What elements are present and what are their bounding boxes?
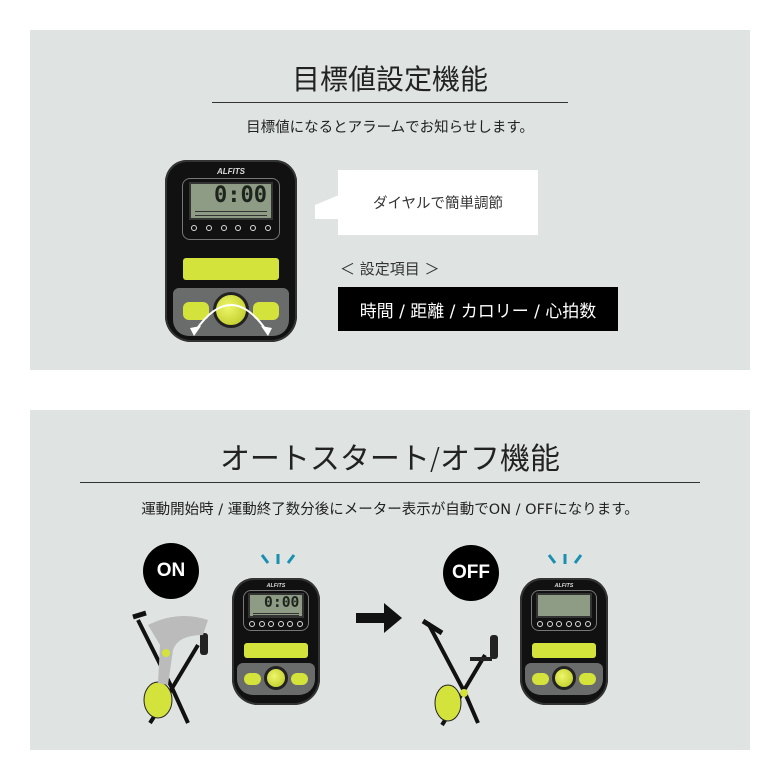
section-subtitle: 目標値になるとアラームでお知らせします。	[246, 120, 534, 136]
dial-knob[interactable]	[551, 665, 576, 690]
mode-icon	[235, 225, 242, 231]
mode-icon	[250, 225, 257, 231]
off-badge: OFF	[443, 545, 499, 601]
mode-icons	[537, 621, 591, 628]
section-title: オートスタート/オフ機能	[219, 442, 561, 477]
mode-icon	[537, 621, 544, 628]
accent-bar	[244, 643, 308, 658]
arrow-right-icon	[356, 603, 402, 633]
speech-bubble-tail	[315, 195, 339, 219]
setting-items: 時間 / 距離 / カロリー / 心拍数	[338, 287, 618, 331]
brand-logo: ALFITS	[554, 582, 574, 589]
left-button	[183, 302, 209, 320]
mode-icon	[584, 621, 591, 628]
mode-icons	[191, 225, 271, 231]
time-readout: 0:00	[264, 593, 300, 611]
mode-icon	[556, 621, 563, 628]
speech-bubble: ダイヤルで簡単調節	[338, 170, 538, 235]
mode-icon	[277, 621, 284, 628]
right-button	[290, 672, 308, 685]
dial-knob[interactable]	[213, 292, 249, 328]
console-device-off: ALFITS	[520, 578, 608, 705]
accent-bar	[532, 643, 596, 658]
lcd-display	[536, 592, 592, 618]
mode-icon	[258, 621, 265, 628]
left-button	[531, 672, 550, 685]
lcd-readout-line	[252, 615, 300, 617]
mode-icon	[264, 225, 271, 231]
right-button	[253, 302, 279, 320]
time-readout: 0:00	[214, 183, 267, 208]
console-device-on: ALFITS 0:00	[232, 578, 320, 705]
brand-logo: ALFITS	[217, 167, 245, 176]
alert-ticks-icon	[547, 554, 583, 564]
bike-with-rider-image	[132, 610, 208, 725]
mode-icons	[249, 621, 303, 628]
mode-icon	[575, 621, 582, 628]
mode-icon	[249, 621, 256, 628]
brand-logo: ALFITS	[266, 582, 286, 589]
lcd-display: 0:00	[248, 592, 304, 618]
mode-icon	[287, 621, 294, 628]
lcd-readout-line	[252, 612, 300, 614]
screen-frame	[531, 590, 597, 632]
title-divider	[80, 482, 700, 483]
mode-icon	[296, 621, 303, 628]
empty-bike-image	[421, 618, 498, 727]
lcd-display: 0:00	[189, 182, 273, 220]
mode-icon	[268, 621, 275, 628]
screen-frame	[243, 590, 309, 632]
rotate-arrows-icon	[190, 304, 272, 336]
title-divider	[212, 102, 568, 103]
lcd-readout-line	[195, 211, 267, 212]
section-subtitle: 運動開始時 / 運動終了数分後にメーター表示が自動でON / OFFになります。	[141, 502, 639, 518]
mode-icon	[191, 225, 197, 231]
control-pad	[525, 663, 603, 696]
console-device: ALFITS 0:00	[165, 160, 297, 342]
accent-bar	[183, 258, 279, 280]
lcd-readout-line	[195, 215, 267, 216]
setting-items-label: ＜ 設定項目 ＞	[340, 260, 440, 278]
screen-frame	[182, 178, 280, 240]
right-button	[578, 672, 596, 685]
section-title: 目標値設定機能	[291, 63, 488, 96]
left-button	[243, 672, 262, 685]
mode-icon	[205, 225, 212, 231]
alert-ticks-icon	[260, 554, 296, 564]
mode-icon	[220, 225, 227, 231]
control-pad	[237, 663, 315, 696]
mode-icon	[565, 621, 572, 628]
on-badge: ON	[143, 543, 199, 599]
dial-knob[interactable]	[263, 665, 288, 690]
mode-icon	[546, 621, 553, 628]
